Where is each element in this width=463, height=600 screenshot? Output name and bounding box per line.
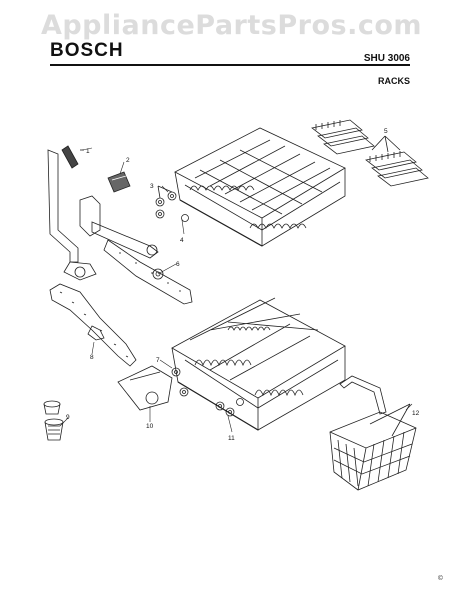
upper-spray-arm-part6 xyxy=(79,195,193,305)
silverware-basket-part12 xyxy=(329,375,417,491)
lower-rack xyxy=(171,297,346,431)
rack-rollers xyxy=(155,185,189,222)
lower-spray-arm-part8 xyxy=(49,283,137,367)
callout-2: 2 xyxy=(126,157,130,164)
filter-cups-part9 xyxy=(43,400,64,441)
callout-10: 10 xyxy=(146,423,154,430)
callout-9: 9 xyxy=(66,414,70,421)
callout-8: 8 xyxy=(90,354,94,361)
callout-12: 12 xyxy=(412,410,420,417)
callout-7: 7 xyxy=(156,357,160,364)
tine-strips-part5 xyxy=(311,119,429,187)
section-title: RACKS xyxy=(377,76,410,86)
model-number: SHU 3006 xyxy=(363,53,410,64)
leader-lines xyxy=(59,147,413,433)
watermark: AppliancePartsPros.com xyxy=(40,10,423,41)
clip-part2 xyxy=(107,171,131,193)
callout-4: 4 xyxy=(180,237,184,244)
callout-6: 6 xyxy=(176,261,180,268)
callout-11: 11 xyxy=(228,435,235,442)
filter-plate-part10 xyxy=(117,365,173,411)
brand-logo: BOSCH xyxy=(50,40,124,61)
callout-1: 1 xyxy=(86,148,90,155)
callout-5: 5 xyxy=(384,128,388,135)
lower-rack-wheels-part7 xyxy=(171,367,244,417)
supply-tube-part1 xyxy=(47,145,97,281)
copyright-mark: © xyxy=(438,574,443,582)
callout-3: 3 xyxy=(150,183,154,190)
callout-numbers: 1 2 3 4 5 6 7 8 9 10 11 12 © xyxy=(66,128,443,582)
header-rule xyxy=(50,64,410,66)
upper-rack xyxy=(174,127,346,247)
